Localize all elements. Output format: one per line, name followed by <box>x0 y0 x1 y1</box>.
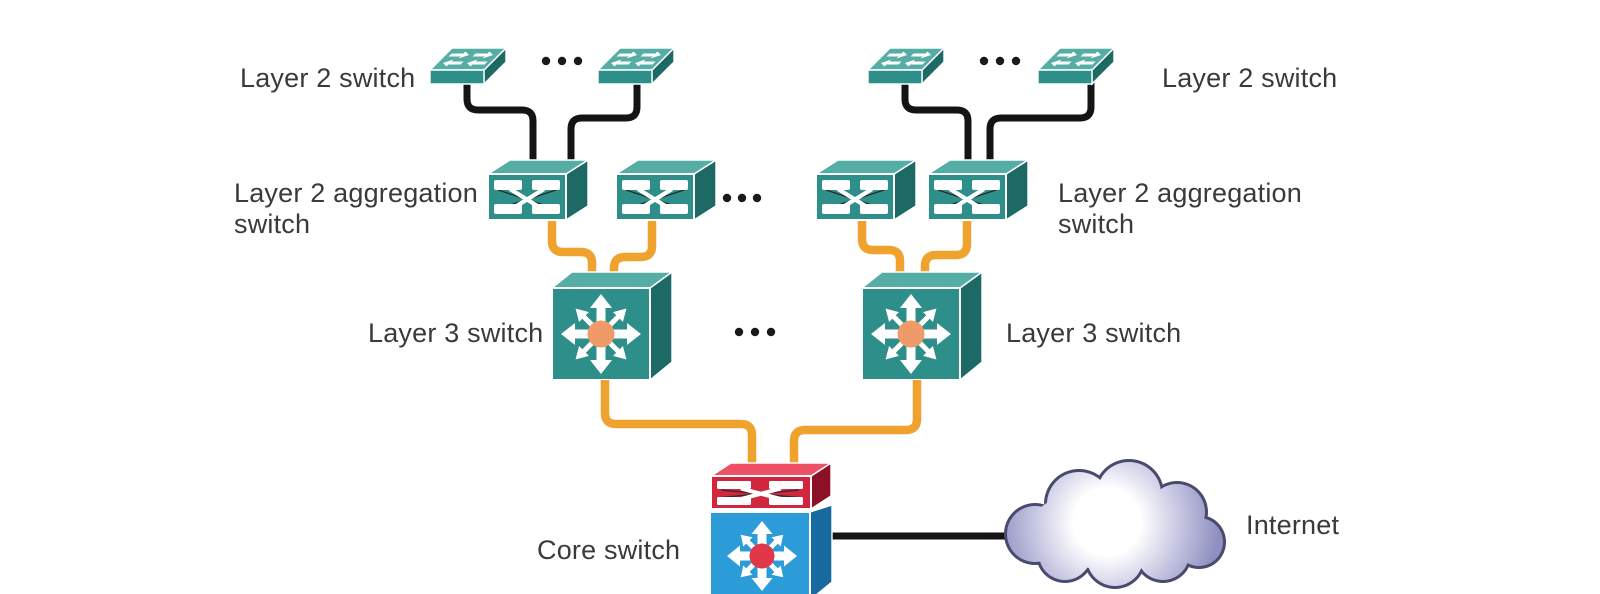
internet-cloud <box>1004 459 1226 589</box>
label-internet: Internet <box>1246 510 1340 540</box>
link-l2switch4-agg4 <box>986 78 1095 166</box>
aggregation-switch-3 <box>816 160 916 220</box>
label-layer2-aggregation-left: Layer 2 aggregation switch <box>234 178 478 239</box>
link-l2switch3-agg4 <box>901 78 972 166</box>
layer2-switch-1 <box>428 46 506 86</box>
layer3-switch-2 <box>861 271 982 380</box>
link-agg2-l3switch1 <box>609 215 657 280</box>
label-layer2-switch-right: Layer 2 switch <box>1162 63 1338 93</box>
core-switch-red <box>711 463 831 509</box>
ellipsis-dot <box>750 327 760 337</box>
ellipsis-dot <box>541 56 551 66</box>
ellipsis-dot <box>1011 56 1021 66</box>
ellipsis-dot <box>766 327 776 337</box>
label-layer3-switch-left: Layer 3 switch <box>368 318 544 348</box>
link-l2switch1-agg1 <box>463 78 537 166</box>
link-l3switch2-core <box>789 372 922 470</box>
ellipsis-dot <box>995 56 1005 66</box>
link-agg4-l3switch2 <box>920 215 972 280</box>
ellipsis-dot <box>734 327 744 337</box>
aggregation-switch-1 <box>488 160 588 220</box>
layer2-switch-4 <box>1036 46 1114 86</box>
link-agg3-l3switch2 <box>857 215 905 280</box>
label-layer3-switch-right: Layer 3 switch <box>1006 318 1182 348</box>
label-layer2-aggregation-right: Layer 2 aggregation switch <box>1058 178 1302 239</box>
link-agg1-l3switch1 <box>547 215 597 280</box>
layer2-switch-2 <box>596 46 674 86</box>
layer3-switch-1 <box>551 271 672 380</box>
layer2-switch-3 <box>866 46 944 86</box>
link-l2switch2-agg1 <box>567 78 641 166</box>
core-switch-blue <box>709 504 833 594</box>
ellipsis-dot <box>752 193 762 203</box>
ellipsis-dot <box>557 56 567 66</box>
label-core-switch: Core switch <box>537 535 681 565</box>
ellipsis-dot <box>737 193 747 203</box>
ellipsis-dot <box>722 193 732 203</box>
ellipsis-dot <box>573 56 583 66</box>
label-layer2-switch-left: Layer 2 switch <box>240 63 416 93</box>
ellipsis-dot <box>979 56 989 66</box>
aggregation-switch-4 <box>928 160 1028 220</box>
aggregation-switch-2 <box>616 160 716 220</box>
link-l3switch1-core <box>600 372 757 470</box>
